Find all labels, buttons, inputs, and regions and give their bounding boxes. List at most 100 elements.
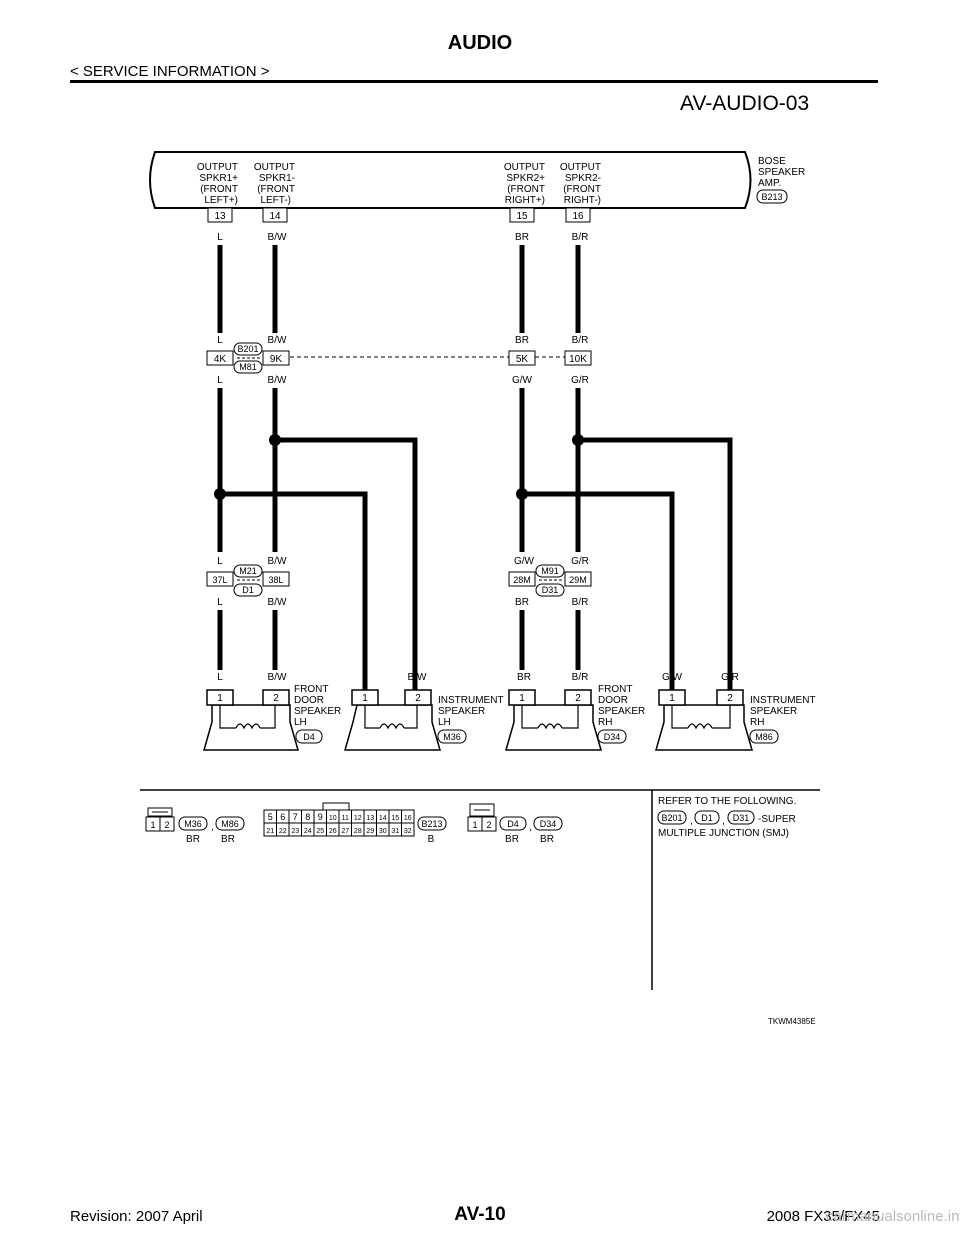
footer-model: 2008 FX35/FX45 xyxy=(766,1208,880,1225)
refer-title: REFER TO THE FOLLOWING. xyxy=(658,796,796,807)
speaker-label-line: INSTRUMENT xyxy=(438,695,504,706)
output-label-line: OUTPUT xyxy=(197,162,238,173)
speaker-coil-leads xyxy=(364,705,418,729)
speaker-pin-number: 2 xyxy=(727,693,733,704)
output-label-line: RIGHT+) xyxy=(505,195,545,206)
refer-suffix: -SUPER xyxy=(758,814,796,825)
output-label-line: OUTPUT xyxy=(504,162,545,173)
junction-pin-box xyxy=(508,350,536,366)
speaker-pin-number: 2 xyxy=(273,693,279,704)
output-label-line: (FRONT xyxy=(257,184,295,195)
legend-connector-badge xyxy=(178,816,208,831)
connector-face-pin: 30 xyxy=(379,828,387,835)
speaker-label-line: SPEAKER xyxy=(294,706,341,717)
connector-face-pin: 31 xyxy=(391,828,399,835)
junction-pin-number: 28M xyxy=(513,575,531,585)
connector-face-pin: 8 xyxy=(305,812,310,822)
connector-face-pin: 13 xyxy=(366,815,374,822)
speaker-connector-code: M36 xyxy=(443,732,461,742)
speaker-label-line: RH xyxy=(750,717,764,728)
wire-branch xyxy=(220,491,368,690)
output-label-line: OUTPUT xyxy=(254,162,295,173)
wire-color-label: L xyxy=(217,597,223,608)
amp-pin-box xyxy=(565,207,591,223)
speaker-pin-number: 1 xyxy=(669,693,675,704)
junction-pin-box xyxy=(206,350,234,366)
connector-face-pin: 22 xyxy=(279,828,287,835)
refer-connector-code: D31 xyxy=(733,813,750,823)
junction-pin-box xyxy=(508,571,536,587)
amp-box-outline xyxy=(149,151,752,209)
junction-connector-code: B201 xyxy=(237,344,258,354)
splice-dot xyxy=(572,434,584,446)
connector-face-pin: 27 xyxy=(341,828,349,835)
connector-face-a: 1 2 M36 , M86 BR BR xyxy=(145,807,245,845)
watermark-text: carmanualsonline.info xyxy=(826,1208,960,1225)
wire-color-label: L xyxy=(217,335,223,346)
speaker-coil xyxy=(537,723,563,730)
output-label-line: OUTPUT xyxy=(560,162,601,173)
speaker-connector-code: D4 xyxy=(303,732,315,742)
connector-face-pin: 12 xyxy=(354,815,362,822)
legend-connector-code: D4 xyxy=(507,819,519,829)
wire-color-label: G/W xyxy=(662,672,683,683)
splice-dot xyxy=(214,488,226,500)
legend-connector-code: M86 xyxy=(221,819,239,829)
connector-face-pin: 11 xyxy=(342,815,349,822)
wire-color-label: B/W xyxy=(268,335,287,346)
junction-pin-number: 10K xyxy=(569,354,587,365)
wire-branch xyxy=(522,491,675,690)
footer-page-number: AV-10 xyxy=(454,1204,506,1225)
speaker-coil-leads xyxy=(521,705,579,729)
figure-code: TKWM4385E xyxy=(768,1017,816,1026)
wire-color-label: B/R xyxy=(572,335,589,346)
junction-connector-code: M21 xyxy=(239,566,257,576)
refer-connector-code: D1 xyxy=(701,813,713,823)
output-label-line: SPKR1- xyxy=(259,173,295,184)
junction-pin-number: 29M xyxy=(569,575,587,585)
refer-separator: , xyxy=(722,816,725,827)
wire-color-label: BR xyxy=(515,335,529,346)
amp-pin-box xyxy=(509,207,535,223)
wire-color-label: G/R xyxy=(721,672,739,683)
wire-color-label: G/R xyxy=(571,375,589,386)
speaker-label-line: LH xyxy=(438,717,451,728)
speaker-label-line: LH xyxy=(294,717,307,728)
footer-revision: Revision: 2007 April xyxy=(70,1208,203,1225)
connector-face-pin: 2 xyxy=(486,820,491,830)
amp-pin-number: 16 xyxy=(572,211,584,222)
junction-pin-box xyxy=(262,571,290,587)
refer-line2: MULTIPLE JUNCTION (SMJ) xyxy=(658,828,789,839)
speaker-body xyxy=(344,704,441,751)
connector-face-pin: 1 xyxy=(472,820,477,830)
speaker-body xyxy=(505,704,602,751)
wire-color-label: B/R xyxy=(572,672,589,683)
output-label-line: LEFT+) xyxy=(204,195,238,206)
speaker-pin-box xyxy=(262,689,290,706)
speaker-coil xyxy=(379,723,405,730)
legend-connector-badge xyxy=(499,816,527,831)
amp-pin-number: 13 xyxy=(214,211,226,222)
output-label-line: SPKR2- xyxy=(565,173,601,184)
wire-color-label: BR xyxy=(515,597,529,608)
page-title: AUDIO xyxy=(447,32,513,54)
junction-connector-badge xyxy=(233,342,263,356)
legend-separator: , xyxy=(529,822,532,833)
refer-connector-badge xyxy=(727,810,755,825)
header-divider xyxy=(70,80,878,83)
junction-connector-code: D31 xyxy=(542,585,559,595)
amp-label-line: AMP. xyxy=(758,178,781,189)
wire-color-label: L xyxy=(217,672,223,683)
junction-pin-box xyxy=(262,350,290,366)
connector-face-pin: 24 xyxy=(304,828,312,835)
wire-color-label: G/R xyxy=(571,556,589,567)
speaker-connector-badge xyxy=(295,729,323,744)
amp-connector-badge xyxy=(756,189,788,204)
legend-connector-code: M36 xyxy=(184,819,202,829)
refer-separator: , xyxy=(690,816,693,827)
legend-connector-color: BR xyxy=(186,834,200,845)
output-label-line: (FRONT xyxy=(507,184,545,195)
wire-color-label: B/R xyxy=(572,597,589,608)
legend-connector-color: B xyxy=(428,834,435,845)
connector-face-c: 1 2 D4 , D34 BR BR xyxy=(467,803,563,845)
